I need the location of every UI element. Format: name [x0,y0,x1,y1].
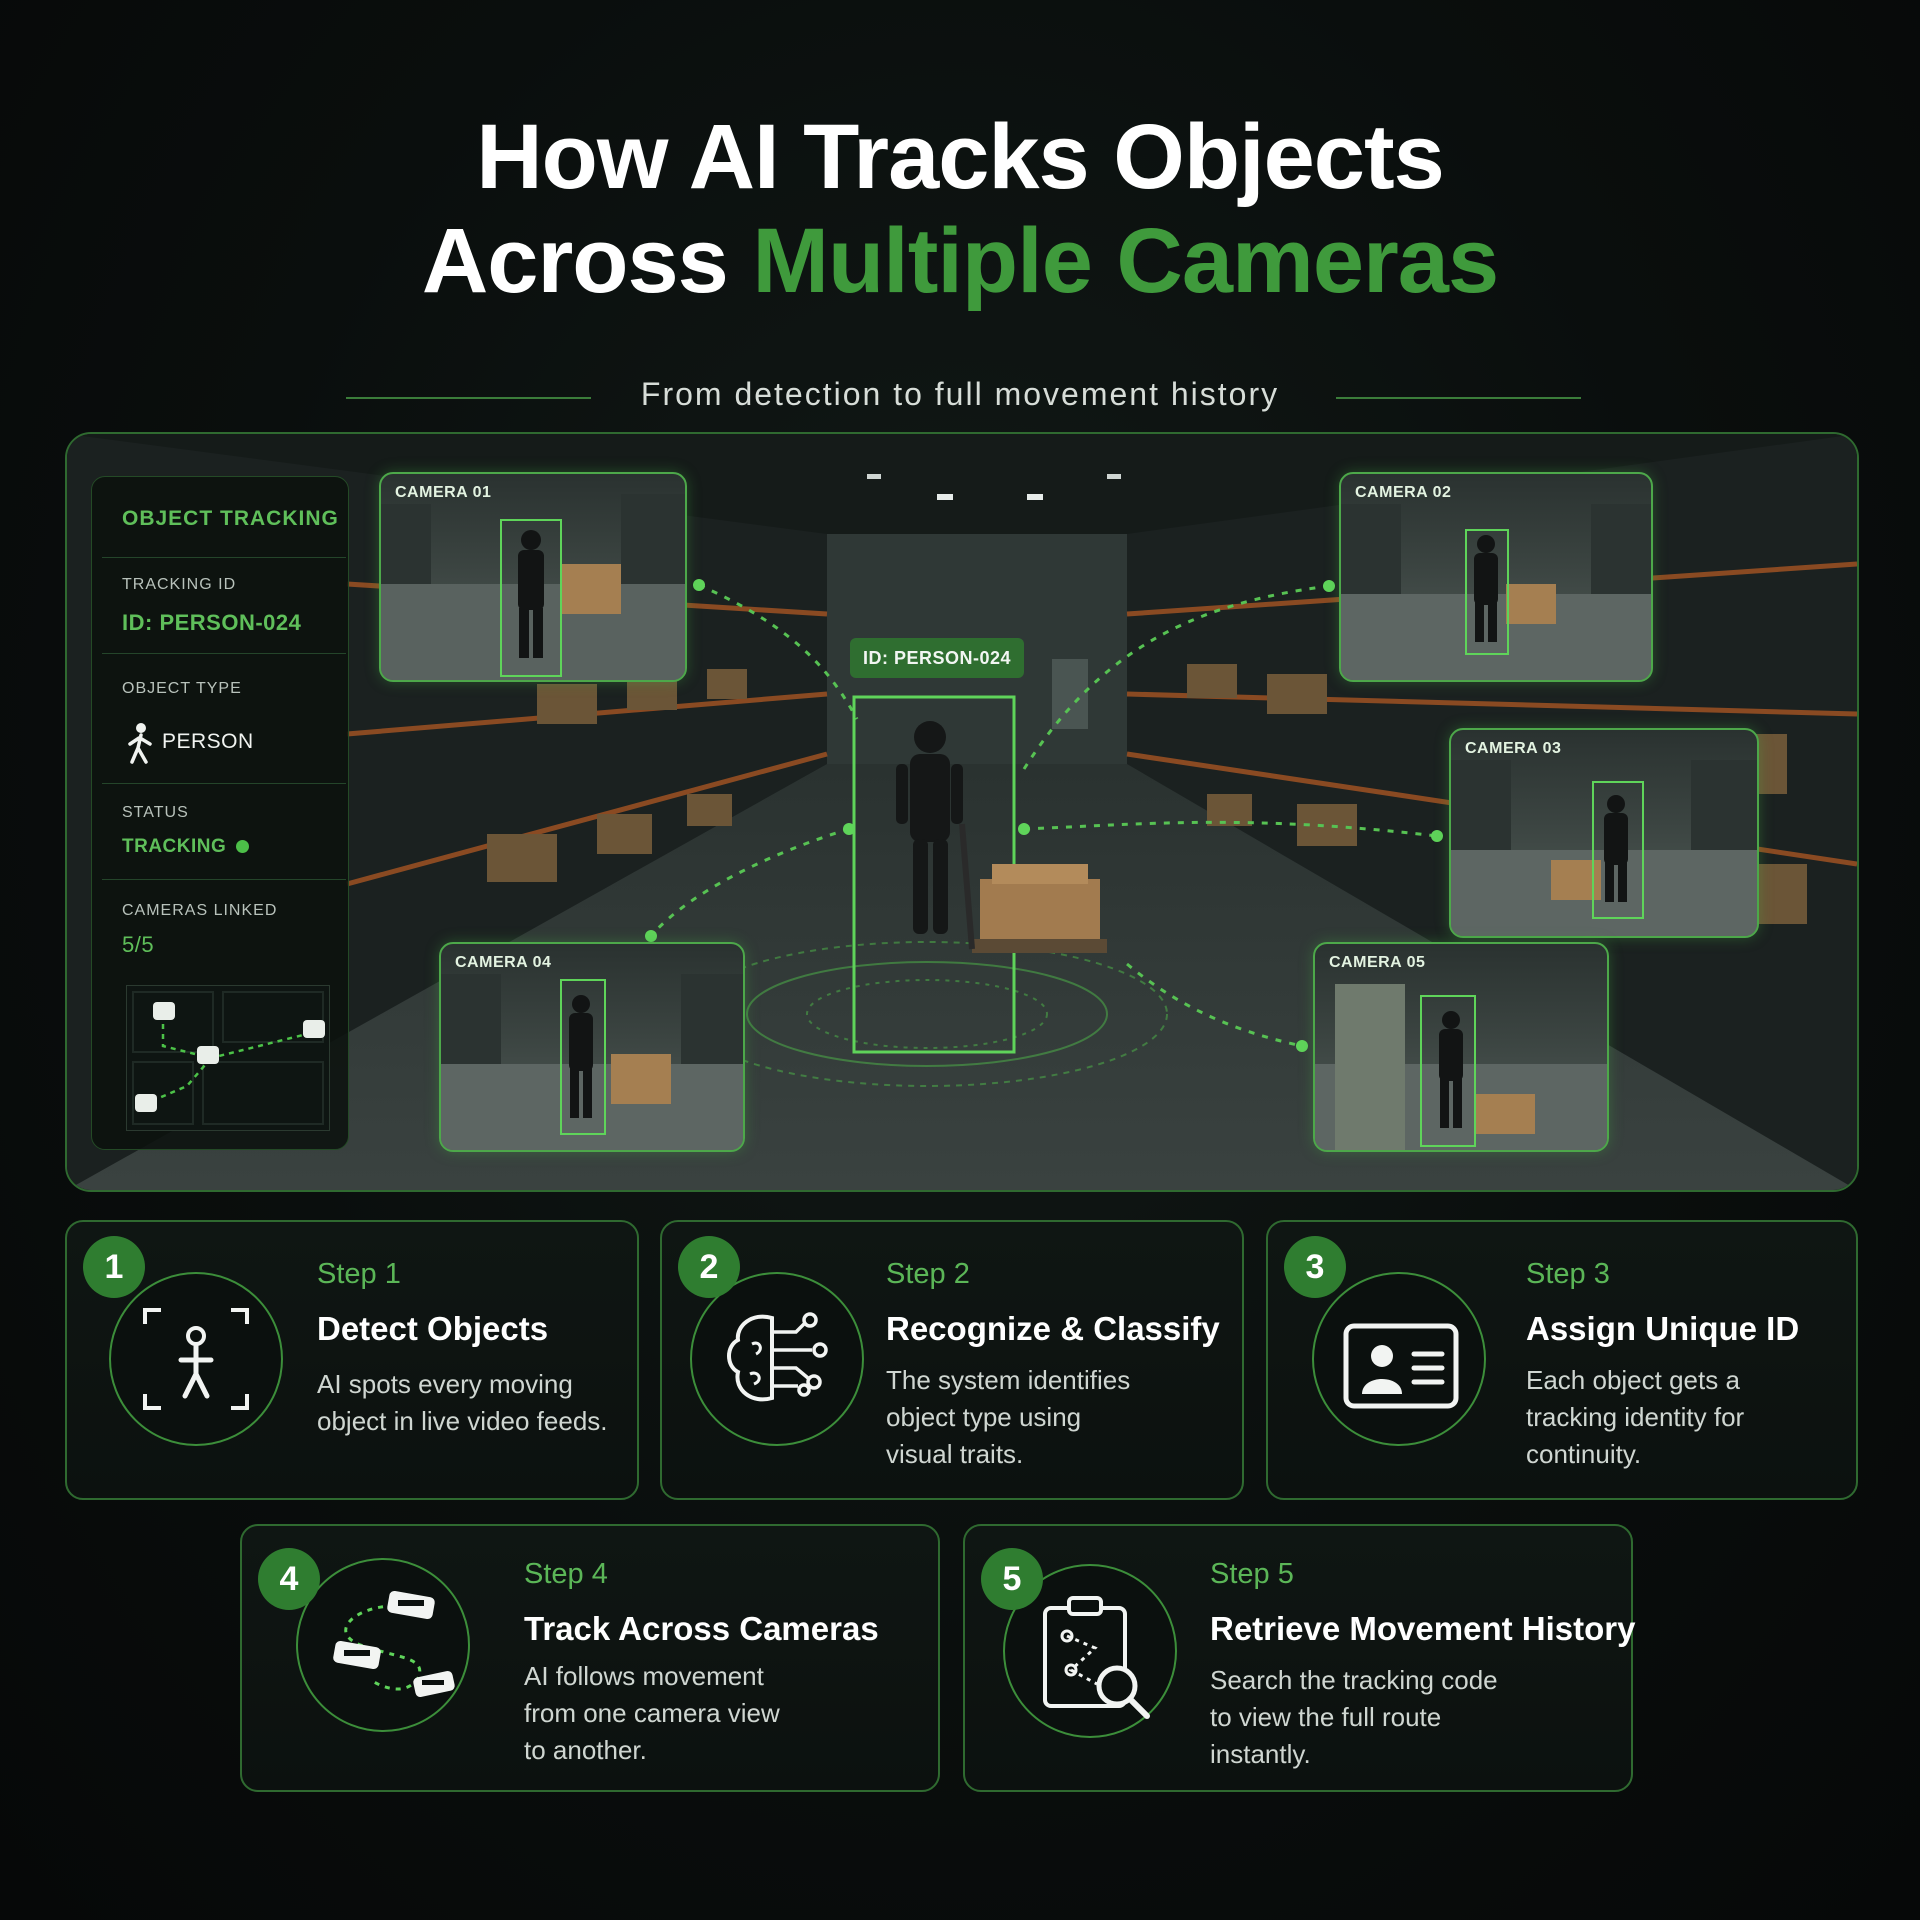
id-card-icon [1343,1323,1459,1409]
step-2-desc-line: visual traits. [886,1439,1024,1469]
subtitle: From detection to full movement history [640,376,1280,412]
object-type-section: OBJECT TYPE PERSON [102,653,346,784]
step-4-title: Track Across Cameras [524,1610,879,1647]
step-5-desc-line: instantly. [1210,1739,1311,1769]
object-type-label: OBJECT TYPE [122,680,242,697]
step-2-desc-line: object type using [886,1402,1082,1432]
tracking-id-section: TRACKING ID ID: PERSON-024 [102,557,346,654]
step-3-desc: Each object gets a tracking identity for… [1526,1362,1744,1473]
camera-04-label: CAMERA 04 [455,954,552,971]
step-1-badge: 1 [83,1236,145,1298]
title-line-2-white: Across [421,210,729,312]
camera-feed-02[interactable]: CAMERA 02 [1339,472,1653,682]
object-type-value: PERSON [162,730,254,753]
step-4-desc-line: AI follows movement [524,1661,764,1691]
step-1-title: Detect Objects [317,1310,549,1347]
step-card-4: 4 Step 4 Track Across Cameras AI follows… [240,1524,940,1792]
camera-04-frame [441,974,743,1150]
step-3-desc-line: continuity. [1526,1439,1642,1469]
page-title: How AI Tracks Objects Across Multiple Ca… [0,105,1920,313]
camera-feed-04[interactable]: CAMERA 04 [439,942,745,1152]
camera-feed-01[interactable]: CAMERA 01 [379,472,687,682]
cameras-linked-label: CAMERAS LINKED [122,902,278,919]
tracking-id-value: ID: PERSON-024 [122,610,302,635]
step-1-icon-circle [109,1272,283,1446]
cameras-linked-value: 5/5 [122,932,155,957]
camera-01-label: CAMERA 01 [395,484,492,501]
minimap-camera-icon [135,1094,157,1112]
title-line-2-green: Multiple Cameras [752,210,1499,312]
step-card-1: 1 Step 1 Detect Objects AI spots every m… [65,1220,639,1500]
step-5-label: Step 5 [1210,1558,1294,1590]
step-2-label: Step 2 [886,1258,970,1290]
clipboard-search-icon [1043,1596,1150,1719]
step-4-badge: 4 [258,1548,320,1610]
step-card-2: 2 Step 2 Recognize & Classify The system… [660,1220,1244,1500]
subtitle-rule-left [346,397,591,399]
step-1-desc-line: object in live video feeds. [317,1406,608,1436]
person-walking-icon [128,723,152,764]
step-2-desc-line: The system identifies [886,1365,1131,1395]
panel-heading: OBJECT TRACKING [122,507,339,530]
status-value: TRACKING [122,836,227,857]
camera-minimap [126,985,330,1131]
step-2-title: Recognize & Classify [886,1310,1220,1347]
minimap-camera-icon [197,1046,219,1064]
step-5-badge: 5 [981,1548,1043,1610]
main-id-tag: ID: PERSON-024 [850,638,1024,678]
hero-scene: OBJECT TRACKING TRACKING ID ID: PERSON-0… [65,432,1859,1192]
step-2-desc: The system identifies object type using … [886,1362,1130,1473]
step-5-desc: Search the tracking code to view the ful… [1210,1662,1498,1773]
step-1-desc-line: AI spots every moving [317,1369,573,1399]
camera-05-label: CAMERA 05 [1329,954,1426,971]
step-4-desc-line: from one camera view [524,1698,780,1728]
step-4-label: Step 4 [524,1558,608,1590]
tracking-id-label: TRACKING ID [122,576,237,593]
step-3-label: Step 3 [1526,1258,1610,1290]
step-3-badge: 3 [1284,1236,1346,1298]
subtitle-rule-right [1336,397,1581,399]
person-detect-icon [143,1308,249,1410]
step-4-desc: AI follows movement from one camera view… [524,1658,780,1769]
title-line-2: Across Multiple Cameras [0,209,1920,313]
step-3-title: Assign Unique ID [1526,1310,1800,1347]
step-2-badge: 2 [678,1236,740,1298]
status-value-row: TRACKING [122,836,250,858]
step-5-desc-line: to view the full route [1210,1702,1442,1732]
cameras-linked-section: CAMERAS LINKED 5/5 [102,879,346,980]
camera-01-frame [381,494,685,680]
minimap-camera-icon [303,1020,325,1038]
status-dot [236,840,250,854]
title-line-1: How AI Tracks Objects [476,106,1445,208]
brain-circuit-icon [727,1312,828,1402]
camera-02-label: CAMERA 02 [1355,484,1452,501]
camera-feed-03[interactable]: CAMERA 03 [1449,728,1759,938]
step-5-title: Retrieve Movement History [1210,1610,1636,1647]
step-card-3: 3 Step 3 Assign Unique ID Each object ge… [1266,1220,1858,1500]
object-tracking-panel: OBJECT TRACKING TRACKING ID ID: PERSON-0… [91,476,349,1150]
camera-03-label: CAMERA 03 [1465,740,1562,757]
minimap-camera-icon [153,1002,175,1020]
camera-02-frame [1341,504,1651,680]
step-3-desc-line: tracking identity for [1526,1402,1745,1432]
step-2-icon-circle [690,1272,864,1446]
status-section: STATUS TRACKING [102,783,346,880]
step-3-desc-line: Each object gets a [1526,1365,1740,1395]
camera-03-frame [1451,760,1757,936]
step-4-desc-line: to another. [524,1735,647,1765]
cameras-path-icon [333,1590,455,1698]
step-4-icon-circle [296,1558,470,1732]
step-3-icon-circle [1312,1272,1486,1446]
subtitle-row: From detection to full movement history [0,372,1920,422]
camera-feed-05[interactable]: CAMERA 05 [1313,942,1609,1152]
status-label: STATUS [122,804,189,821]
step-1-desc: AI spots every moving object in live vid… [317,1366,608,1440]
step-card-5: 5 Step 5 Retrieve Movement History Searc… [963,1524,1636,1792]
step-1-label: Step 1 [317,1258,401,1290]
camera-05-frame [1315,984,1607,1150]
step-5-desc-line: Search the tracking code [1210,1665,1498,1695]
